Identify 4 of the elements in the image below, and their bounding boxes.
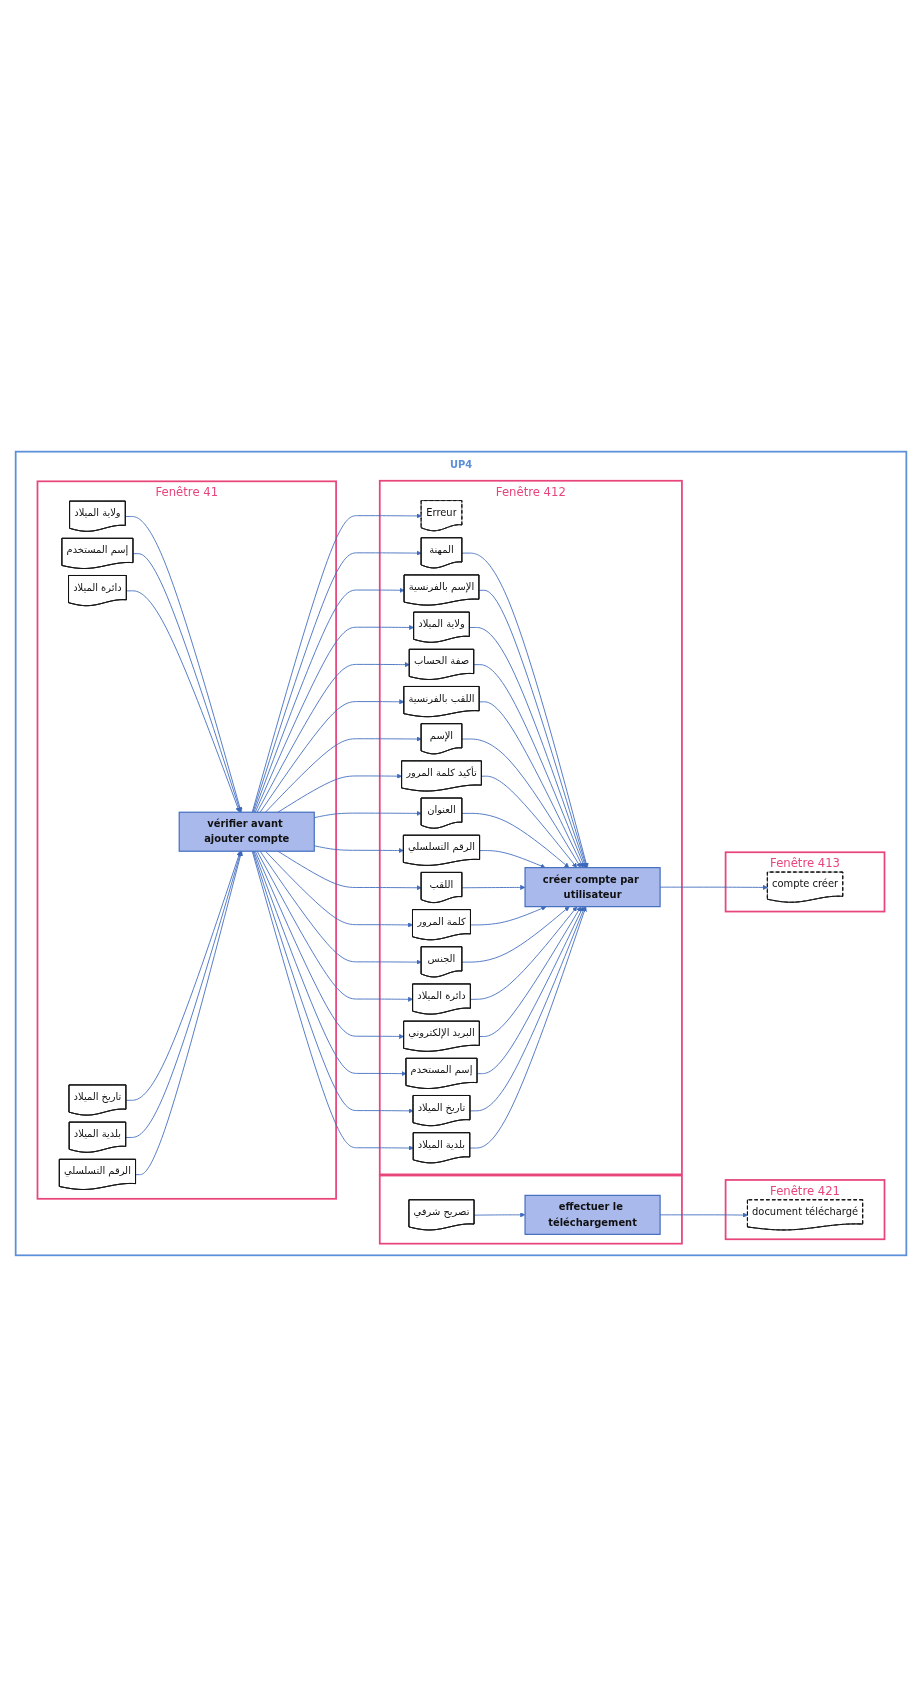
node-box: effectuer le téléchargement [523, 1194, 661, 1235]
cluster [378, 1174, 683, 1245]
node-box: créer compte par utilisateur [523, 867, 661, 908]
node-box: vérifier avant ajouter compte [178, 811, 315, 852]
